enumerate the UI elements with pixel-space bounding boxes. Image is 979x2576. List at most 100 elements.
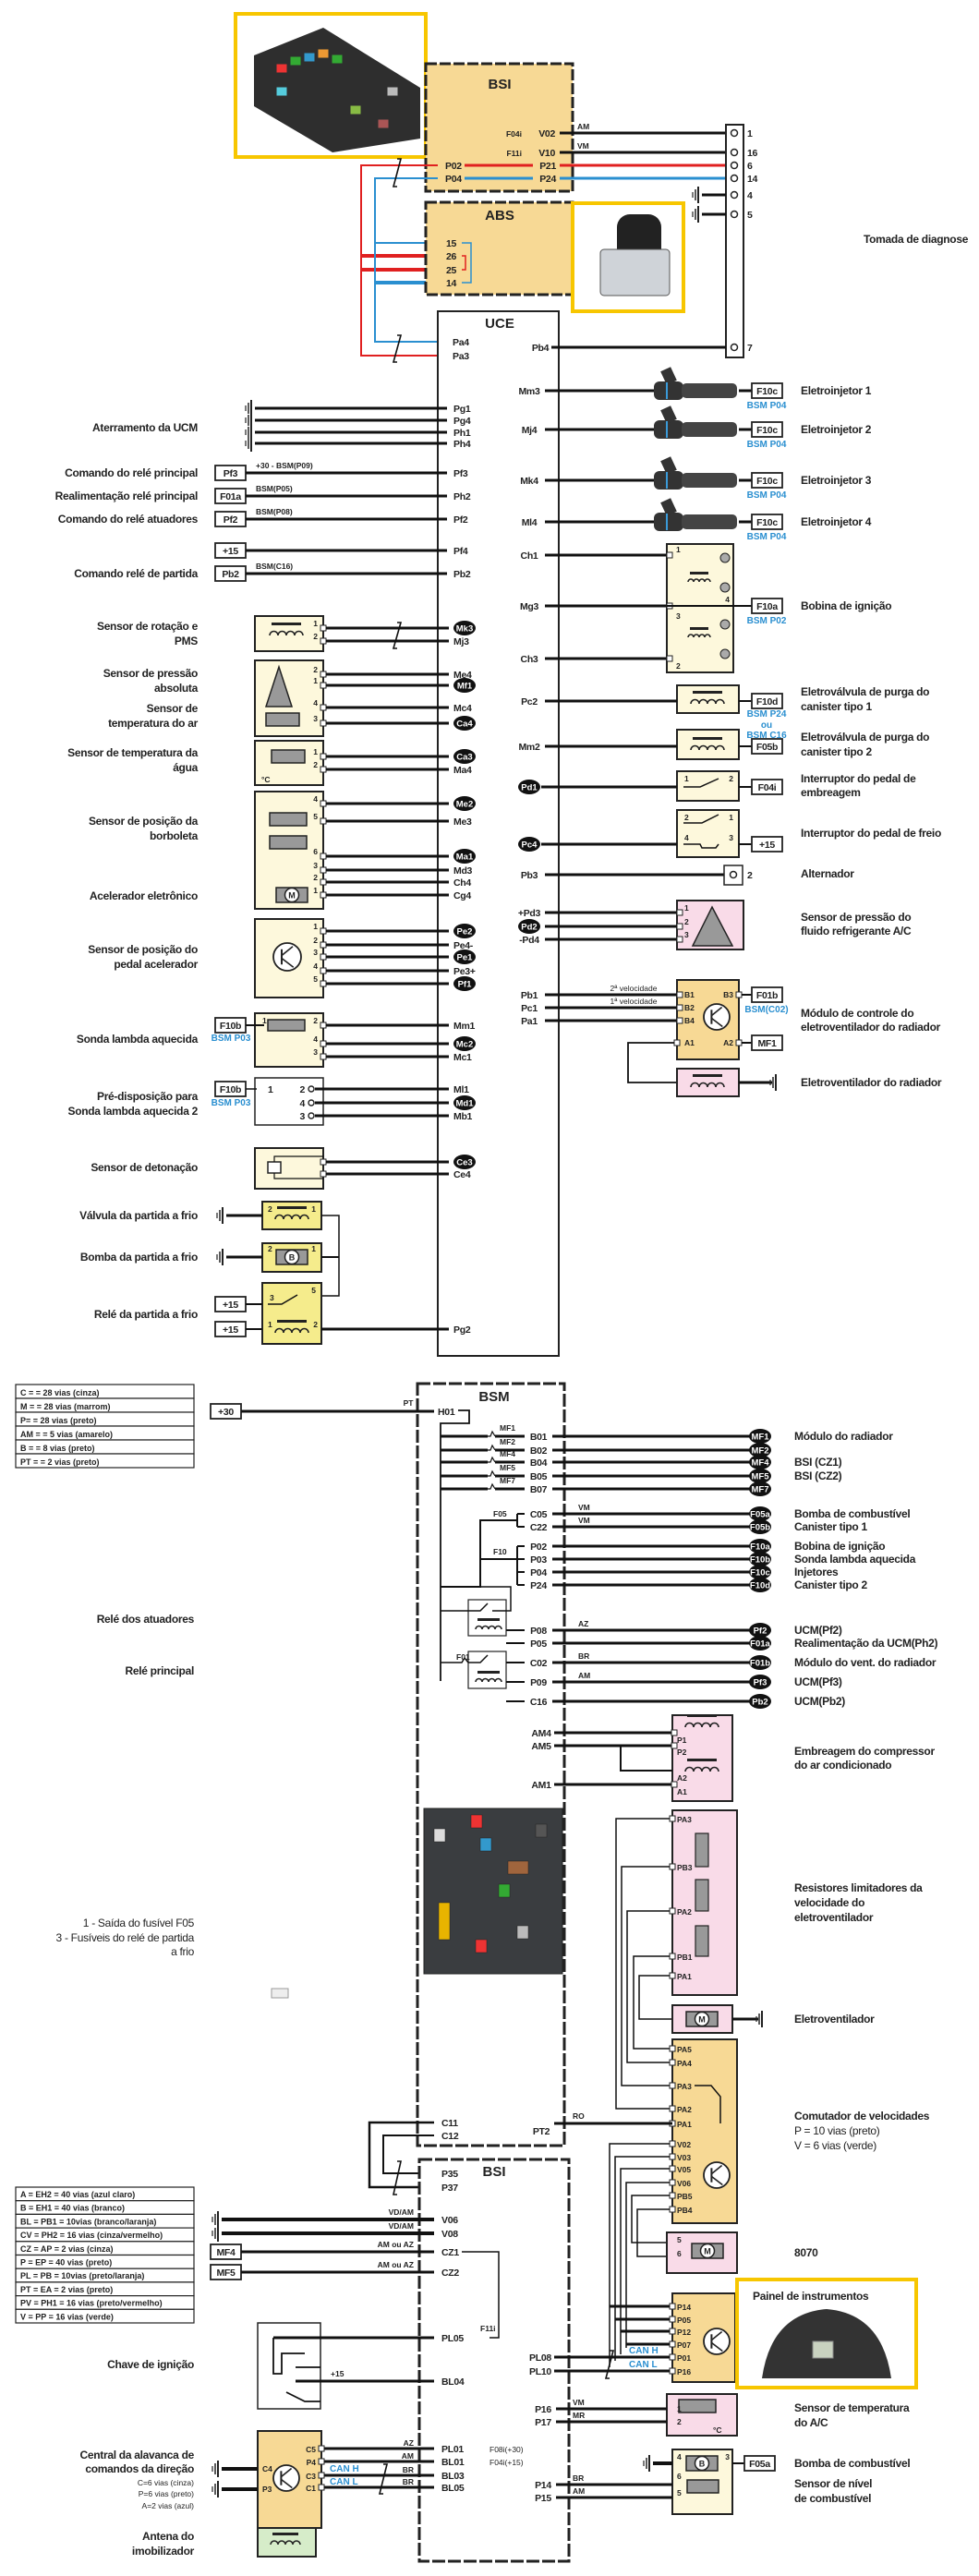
rpm_sensor-box	[254, 615, 324, 652]
fuse-label: F10d	[756, 696, 778, 707]
terminal-number: 3	[313, 861, 318, 870]
ground-icon	[212, 2461, 219, 2477]
terminal	[669, 1863, 676, 1870]
terminal-label: V05	[677, 2165, 691, 2174]
wire-color-label: AM ou AZ	[378, 2260, 414, 2269]
source-label: +15	[223, 546, 238, 557]
uce-pin: Ph2	[453, 491, 471, 502]
cold-pump-icon	[284, 1249, 300, 1265]
bsm-pin: C12	[441, 2131, 459, 2142]
bsi-pin-v10: V10	[538, 148, 555, 159]
component-label: velocidade do	[794, 1896, 864, 1909]
temperature-unit: °C	[261, 775, 271, 784]
terminal	[676, 1004, 683, 1011]
diagnostic-pin-number: 1	[747, 128, 753, 139]
terminal	[669, 2353, 676, 2361]
terminal-number: 2	[268, 1244, 272, 1253]
component-label: Bomba de combustível	[794, 2457, 910, 2470]
abs-title: ABS	[485, 208, 514, 224]
switch-icon	[683, 814, 719, 824]
uce-pin: Me4	[453, 670, 472, 681]
terminal-label: V03	[677, 2153, 691, 2162]
bsm-pin: C02	[530, 1658, 548, 1669]
terminal	[669, 2328, 676, 2335]
terminal-number: 2	[313, 873, 318, 882]
terminal-label: A2	[677, 1773, 687, 1783]
terminal-number: 1	[313, 619, 318, 628]
uce-pin-badge-label: Ca4	[456, 720, 473, 730]
uce-pin-badge-label: Ce3	[456, 1158, 472, 1168]
fuse-label: F10c	[756, 425, 778, 436]
relay-coil-icon	[274, 1327, 309, 1334]
terminal-number: 5	[677, 2488, 682, 2497]
terminal-number: 3	[725, 2452, 730, 2461]
terminal-label: B4	[684, 1016, 695, 1025]
terminal	[320, 891, 327, 899]
uce-pin: Pe4-	[453, 940, 474, 951]
source-label: Pf3	[224, 468, 238, 479]
switch-icon	[683, 843, 719, 849]
abs-module-box	[424, 200, 574, 296]
diagnostic-pin	[730, 161, 739, 170]
component-label: Resistores limitadores da	[794, 1881, 923, 1894]
legend-text: PT = EA = 2 vias (preto)	[20, 2285, 113, 2294]
component-label: Relé da partida a frio	[94, 1308, 198, 1321]
terminal	[669, 2082, 676, 2089]
fuse-icon	[387, 87, 398, 96]
diagnostic-pin-number: 6	[747, 161, 753, 172]
terminal-label: V06	[677, 2179, 691, 2188]
terminal	[669, 2192, 676, 2199]
terminal	[320, 624, 327, 632]
component-label: Comutador de velocidades	[794, 2110, 930, 2122]
coil-core	[272, 623, 301, 625]
terminal-label: V02	[677, 2140, 691, 2149]
output-badge	[749, 1655, 771, 1670]
bsi-box	[417, 2158, 571, 2563]
coil-core	[693, 1074, 722, 1077]
terminal-number: 5	[313, 812, 318, 821]
component-label: Eletroinjetor 1	[801, 384, 872, 397]
legend-text: BL = PB1 = 10vias (branco/laranja)	[20, 2217, 156, 2226]
coil-core	[272, 2533, 298, 2535]
output-badge	[749, 1675, 771, 1689]
ground-icon	[643, 2455, 650, 2472]
bsi-pin: BL05	[441, 2483, 465, 2494]
solenoid-icon	[690, 744, 725, 751]
terminal	[673, 1039, 681, 1046]
uce-pin-badge	[453, 1155, 476, 1169]
component-label: Sensor de pressão	[103, 667, 198, 680]
wire	[621, 1866, 670, 2086]
fuse-source: BSM P04	[747, 401, 787, 411]
unit-8070-motor-icon	[699, 2243, 716, 2259]
output-badge-label: MF5	[752, 1472, 770, 1482]
terminal-number: 4	[313, 1034, 318, 1044]
component-label: comandos da direção	[85, 2462, 194, 2475]
output-badge-label: MF7	[752, 1485, 769, 1495]
ground-icon	[212, 2481, 219, 2497]
fuse-source: BSM P24	[747, 709, 787, 720]
fuse-source: BSM P02	[747, 616, 787, 626]
legend-text: C = = 28 vias (cinza)	[20, 1388, 100, 1397]
uce-pin-badge-label: Mk3	[456, 624, 473, 635]
component-label: do ar condicionado	[794, 1759, 891, 1772]
bsi-module-box	[424, 62, 574, 193]
wire-label: PT	[404, 1398, 415, 1408]
bsi-pin: P14	[535, 2480, 551, 2491]
bsi-pin: P17	[535, 2417, 551, 2428]
wire-color-label: RO	[573, 2111, 585, 2121]
output-label: UCM(Pf3)	[794, 1675, 842, 1688]
terminal-number: 1	[311, 1244, 316, 1253]
output-badge-label: MF4	[752, 1458, 770, 1469]
terminal-number: 2	[268, 1204, 272, 1214]
wire	[609, 2143, 670, 2367]
note-text: a frio	[171, 1945, 195, 1958]
diagnostic-connector	[725, 124, 744, 358]
uce-pin-badge	[453, 949, 476, 964]
legend-text: P= = 28 vias (preto)	[20, 1416, 97, 1425]
fuse-source: BSM C16	[746, 731, 787, 741]
ground-icon	[769, 1074, 777, 1091]
ground-icon	[755, 2011, 763, 2027]
component-label: Eletroinjetor 2	[801, 423, 872, 436]
component-label: Sensor de temperatura da	[67, 746, 198, 759]
terminal-number: 2	[299, 1084, 305, 1095]
